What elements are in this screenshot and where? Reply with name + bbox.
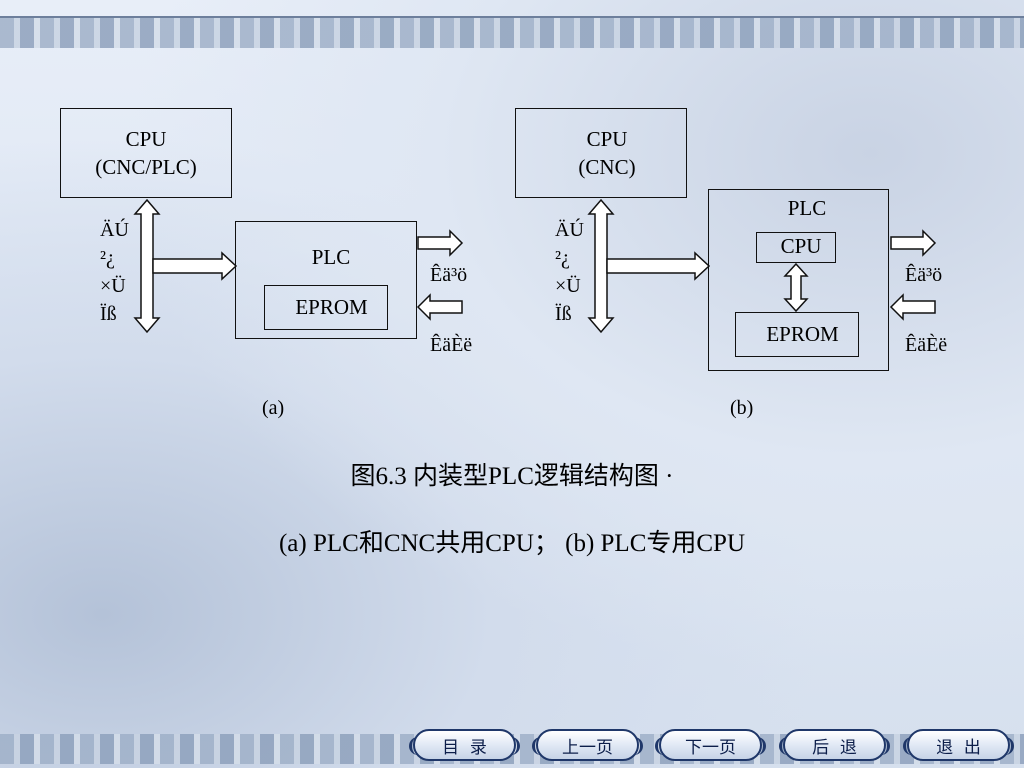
- diagram-b-cpu-inner-label: CPU: [780, 234, 822, 258]
- diagram-b-bus-label-1: ÄÚ: [555, 219, 584, 241]
- diagram-a-plc-label: PLC: [311, 245, 351, 269]
- diagram-b-output-label: Êä³ö: [905, 264, 943, 286]
- diagram-a-cpu-sublabel: (CNC/PLC): [95, 155, 197, 179]
- diagram-a-bus-label-1: ÄÚ: [100, 219, 129, 241]
- diagram-a-bus-to-plc-arrow: [152, 251, 238, 281]
- diagram-b-cpu-box: [515, 108, 687, 198]
- figure-title: 图6.3 内装型PLC逻辑结构图 ·: [350, 463, 674, 490]
- diagram-b-eprom-label: EPROM: [766, 322, 839, 346]
- nav-contents-button[interactable]: 目 录: [409, 729, 520, 761]
- diagram-b-cpu-eprom-arrow: [783, 262, 809, 313]
- diagram-a-bus-label-2: ²¿: [100, 247, 115, 269]
- diagram-a-cpu-label: CPU: [125, 127, 167, 151]
- nav-next-page-button[interactable]: 下一页: [655, 729, 766, 761]
- diagram-b-cpu-inner-box: [756, 232, 836, 263]
- diagram-b-cpu-sublabel: (CNC): [578, 155, 636, 179]
- diagram-b-input-label: ÊäÈë: [905, 334, 948, 356]
- diagram-b-bus-to-plc-arrow: [606, 251, 711, 281]
- diagram-b-bus-arrow: [587, 198, 615, 334]
- diagram-a-cpu-box: [60, 108, 232, 198]
- diagram-b-caption: (b): [730, 397, 754, 419]
- diagram-b-plc-box: [708, 189, 889, 371]
- diagram-a-plc-box: [235, 221, 417, 339]
- figure-subtitle: (a) PLC和CNC共用CPU； (b) PLC专用CPU: [278, 530, 746, 557]
- nav-exit-button[interactable]: 退 出: [903, 729, 1014, 761]
- diagram-a-bus-label-3: ×Ü: [100, 275, 126, 297]
- top-decor-line: [0, 16, 1024, 18]
- diagram-a-input-label: ÊäÈë: [430, 334, 473, 356]
- diagram-b-bus-label-2: ²¿: [555, 247, 570, 269]
- diagram-a-output-arrow: [417, 229, 464, 257]
- nav-prev-page-button[interactable]: 上一页: [532, 729, 643, 761]
- diagram-b-eprom-box: [735, 312, 859, 357]
- nav-back-button[interactable]: 后 退: [779, 729, 890, 761]
- diagram-a-caption: (a): [262, 397, 285, 419]
- diagram-a-eprom-label: EPROM: [295, 295, 368, 319]
- diagram-a-eprom-box: [264, 285, 388, 330]
- diagram-b-cpu-label: CPU: [586, 127, 628, 151]
- diagram-b-bus-label-3: ×Ü: [555, 275, 581, 297]
- diagram-b-input-arrow: [889, 293, 936, 321]
- top-decor-band: [0, 18, 1024, 48]
- diagram-b-bus-label-4: Ïß: [555, 303, 572, 325]
- diagram-a-output-label: Êä³ö: [430, 264, 468, 286]
- diagram-a-bus-arrow: [133, 198, 161, 334]
- diagram-a-input-arrow: [416, 293, 463, 321]
- diagram-b-output-arrow: [890, 229, 937, 257]
- diagram-a-bus-label-4: Ïß: [100, 303, 117, 325]
- diagram-b-plc-label: PLC: [787, 196, 827, 220]
